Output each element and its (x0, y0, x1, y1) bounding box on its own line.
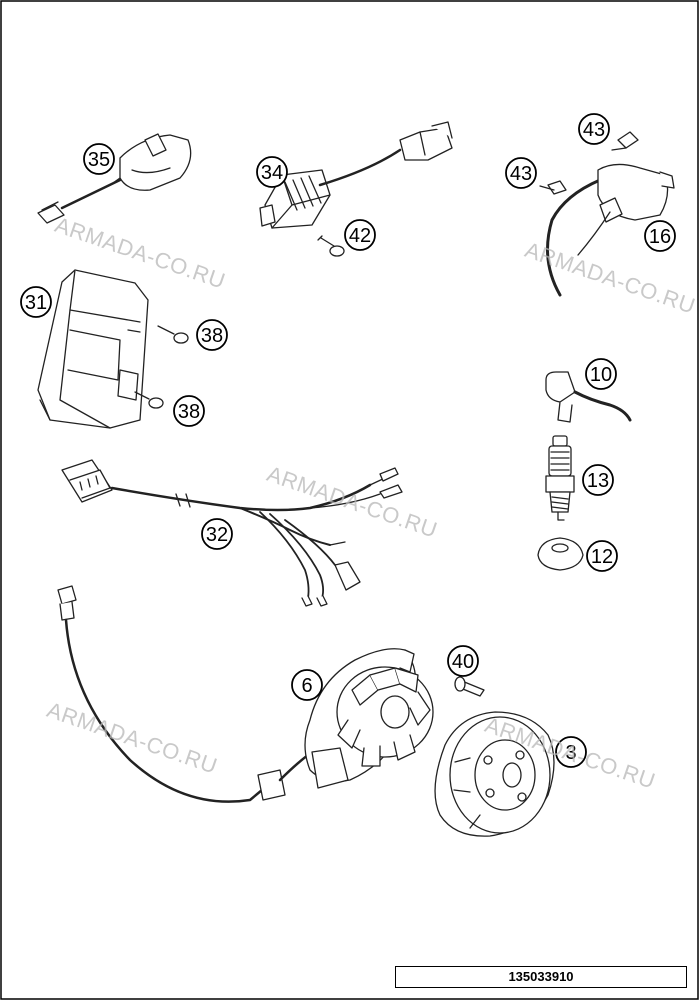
part-34-regulator (259, 121, 453, 229)
part-35-connector (37, 133, 192, 224)
part-3-flywheel (434, 711, 555, 837)
svg-text:34: 34 (261, 162, 283, 184)
part-31-cdi-unit (37, 269, 189, 429)
callout-34: 34 (256, 156, 288, 188)
svg-text:38: 38 (201, 325, 223, 347)
svg-text:42: 42 (349, 225, 371, 247)
callout-43b: 43 (505, 157, 537, 189)
part-13-spark-plug (545, 435, 575, 521)
callout-38b: 38 (173, 395, 205, 427)
svg-text:32: 32 (206, 524, 228, 546)
svg-text:10: 10 (590, 364, 612, 386)
svg-text:6: 6 (301, 675, 312, 697)
callout-35: 35 (83, 143, 115, 175)
part-6-stator (57, 585, 434, 803)
callout-42: 42 (344, 219, 376, 251)
svg-text:16: 16 (649, 226, 671, 248)
callout-38a: 38 (196, 319, 228, 351)
svg-text:43: 43 (583, 119, 605, 141)
svg-text:43: 43 (510, 163, 532, 185)
svg-text:38: 38 (178, 401, 200, 423)
callout-40: 40 (447, 645, 479, 677)
callout-10: 10 (585, 358, 617, 390)
callout-43a: 43 (578, 113, 610, 145)
part-32-wiring-harness (61, 459, 403, 607)
part-12-washer (537, 537, 584, 571)
callout-31: 31 (20, 286, 52, 318)
callout-16: 16 (644, 220, 676, 252)
callout-6: 6 (291, 669, 323, 701)
part-40-bolt (454, 676, 485, 697)
svg-text:3: 3 (565, 742, 576, 764)
callout-13: 13 (582, 464, 614, 496)
svg-text:35: 35 (88, 149, 110, 171)
part-10-plug-cap (545, 371, 632, 423)
part-16-ignition-coil (539, 131, 675, 297)
part-42-bolt (317, 235, 345, 257)
svg-text:12: 12 (591, 546, 613, 568)
diagram-number: 135033910 (395, 966, 687, 988)
svg-text:31: 31 (25, 292, 47, 314)
callout-3: 3 (555, 736, 587, 768)
svg-text:40: 40 (452, 651, 474, 673)
callout-32: 32 (201, 518, 233, 550)
callout-12: 12 (586, 540, 618, 572)
svg-text:13: 13 (587, 470, 609, 492)
